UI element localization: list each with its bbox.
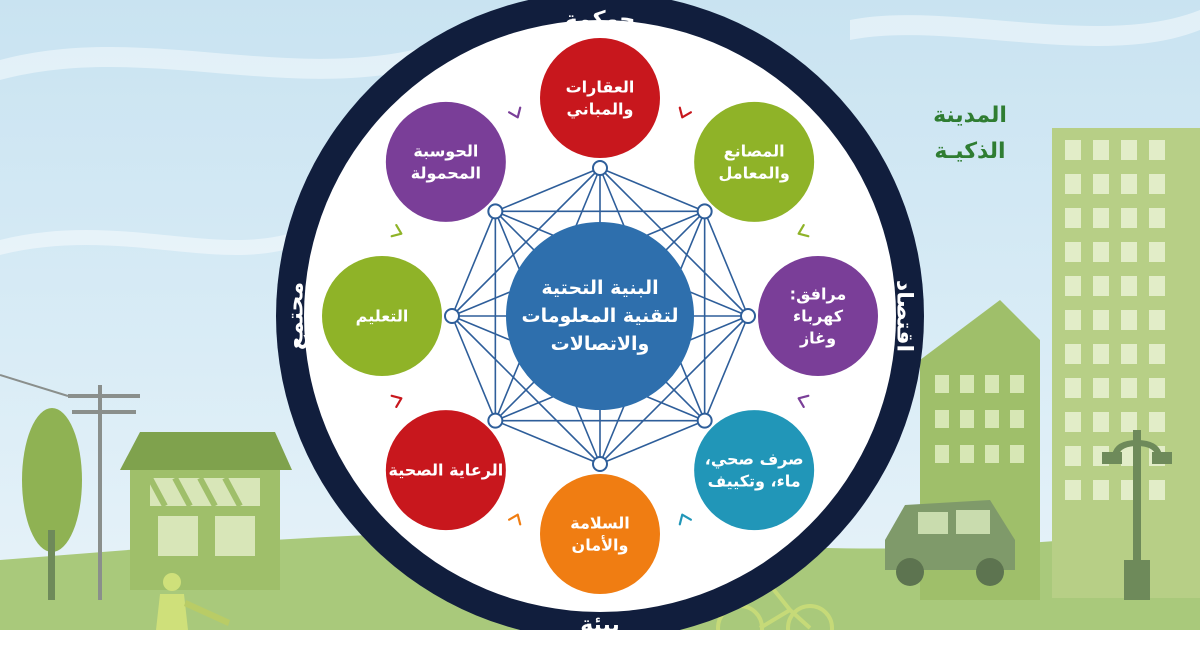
node-label: والمعامل: [718, 163, 789, 182]
ring-label-top: حوكمة: [565, 8, 636, 33]
center-label: البنية التحتية: [541, 277, 658, 299]
node-label: المصانع: [724, 141, 785, 160]
node-label: وغاز: [799, 329, 836, 348]
node-circle: [540, 474, 660, 594]
node-3: مرافق: كهرباء وغاز: [758, 256, 878, 376]
network-node-dot: [488, 204, 502, 218]
node-4: صرف صحي، ماء، وتكييف: [694, 410, 814, 530]
title-line-1: المدينة: [905, 98, 1035, 134]
network-node-dot: [593, 457, 607, 471]
title-line-2: الذكيـة: [905, 134, 1035, 170]
node-6: الرعاية الصحية: [386, 410, 506, 530]
ring-label-bottom: بيئة: [580, 613, 620, 631]
ring-label-right: اقتصاد: [892, 280, 917, 352]
node-2: المصانع والمعامل: [694, 102, 814, 222]
network-node-dot: [488, 414, 502, 428]
node-label: ماء، وتكييف: [708, 472, 801, 491]
network-node-dot: [593, 161, 607, 175]
node-5: السلامة والأمان: [540, 474, 660, 594]
node-label: السلامة: [570, 514, 630, 533]
network-node-dot: [741, 309, 755, 323]
node-label: مرافق:: [790, 285, 847, 304]
network-node-dot: [698, 414, 712, 428]
smart-city-diagram: حوكمة اقتصاد بيئة مجتمع العقارات والمباني الم…: [0, 0, 1200, 630]
node-label: والأمان: [572, 536, 629, 555]
diagram-svg: حوكمة اقتصاد بيئة مجتمع العقارات والمباني الم…: [0, 0, 1200, 630]
node-label: صرف صحي،: [705, 450, 804, 470]
bottom-strip: [0, 630, 1200, 646]
node-label: الرعاية الصحية: [389, 461, 504, 480]
node-label: العقارات: [566, 78, 635, 97]
center-label: لتقنية المعلومات: [522, 305, 679, 327]
node-circle: [386, 102, 506, 222]
node-label: كهرباء: [793, 307, 844, 326]
node-label: والمباني: [567, 100, 634, 120]
node-label: التعليم: [356, 307, 409, 326]
node-label: المحمولة: [411, 163, 481, 182]
diagram-title: المدينة الذكيـة: [905, 98, 1035, 170]
node-circle: [694, 410, 814, 530]
node-circle: [694, 102, 814, 222]
node-label: الحوسبة: [413, 141, 478, 160]
ring-label-left: مجتمع: [284, 282, 309, 350]
network-node-dot: [445, 309, 459, 323]
node-8: الحوسبة المحمولة: [386, 102, 506, 222]
node-circle: [540, 38, 660, 158]
node-1: العقارات والمباني: [540, 38, 660, 158]
node-7: التعليم: [322, 256, 442, 376]
network-node-dot: [698, 204, 712, 218]
center-label: والاتصالات: [551, 333, 650, 355]
